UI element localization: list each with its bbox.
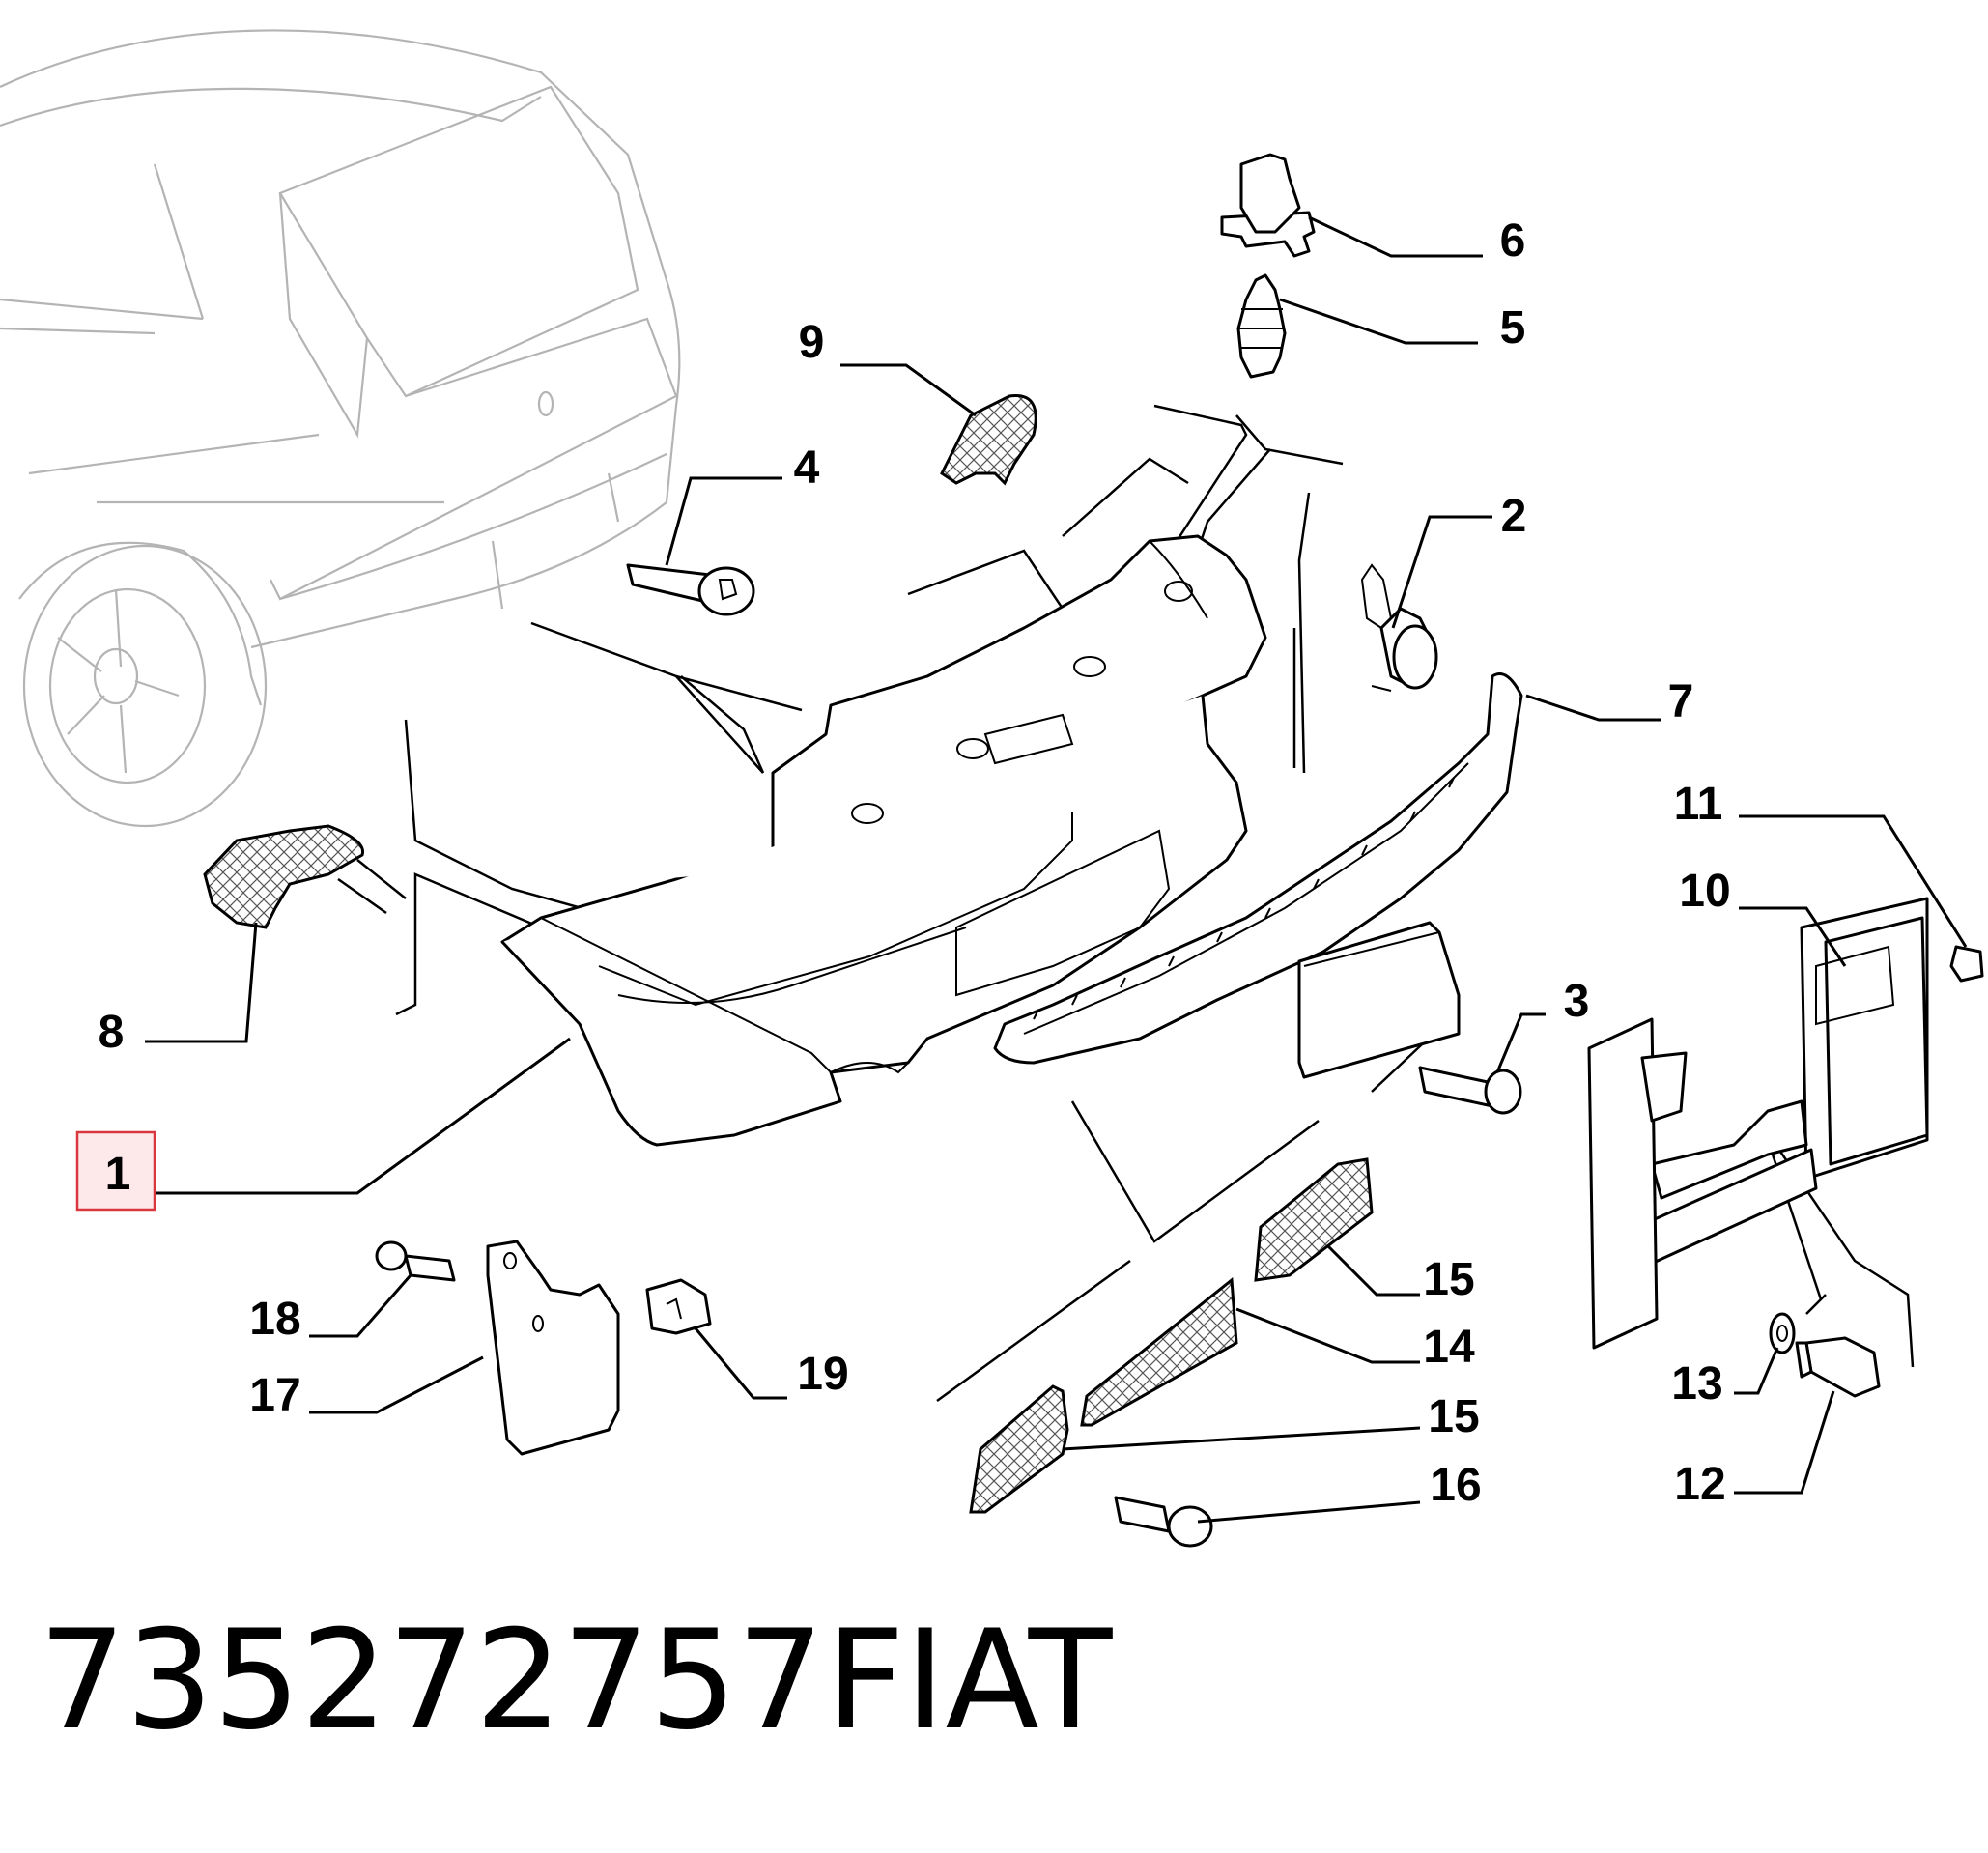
part-4-bolt bbox=[626, 563, 755, 616]
part-8-corner-grille bbox=[203, 824, 365, 929]
callout-label-15-bottom[interactable]: 15 bbox=[1428, 1391, 1479, 1442]
leader-7 bbox=[1525, 694, 1661, 722]
callout-label-3[interactable]: 3 bbox=[1564, 976, 1590, 1027]
part-2-tow-hook-cap bbox=[1360, 563, 1438, 692]
part-17-mud-flap bbox=[486, 1240, 620, 1456]
part-11-rivet bbox=[1949, 945, 1984, 983]
callout-label-18[interactable]: 18 bbox=[249, 1294, 300, 1345]
part-18-screw bbox=[375, 1240, 456, 1282]
leader-18 bbox=[309, 1274, 412, 1338]
callout-label-6[interactable]: 6 bbox=[1500, 215, 1526, 267]
license-plate-mount bbox=[1297, 921, 1461, 1079]
part-3-bolt bbox=[1418, 1066, 1522, 1115]
callout-label-14[interactable]: 14 bbox=[1423, 1322, 1475, 1373]
callout-label-7[interactable]: 7 bbox=[1668, 676, 1694, 727]
callout-label-9[interactable]: 9 bbox=[799, 317, 825, 368]
part-10-bracket bbox=[1635, 897, 1929, 1268]
leader-11 bbox=[1739, 814, 1968, 948]
callout-label-19[interactable]: 19 bbox=[797, 1349, 848, 1400]
callout-label-2[interactable]: 2 bbox=[1501, 491, 1527, 542]
callout-1-highlight-box bbox=[75, 1130, 156, 1212]
leader-12 bbox=[1734, 1390, 1835, 1495]
leader-6 bbox=[1308, 215, 1483, 258]
leader-19 bbox=[694, 1327, 787, 1400]
part-12-bolt bbox=[1795, 1336, 1881, 1398]
callout-label-8[interactable]: 8 bbox=[99, 1007, 125, 1058]
part-7-lower-spoiler bbox=[993, 672, 1523, 1065]
callout-label-15-top[interactable]: 15 bbox=[1423, 1254, 1474, 1305]
callout-label-5[interactable]: 5 bbox=[1500, 302, 1526, 354]
callout-label-13[interactable]: 13 bbox=[1671, 1358, 1722, 1410]
part-number-caption: 735272757 bbox=[39, 1601, 825, 1760]
leader-15-bottom bbox=[1062, 1426, 1421, 1451]
leader-1 bbox=[155, 1037, 571, 1195]
brand-caption: FIAT bbox=[826, 1601, 1113, 1760]
part-9-side-grille bbox=[940, 394, 1037, 486]
callout-label-12[interactable]: 12 bbox=[1674, 1459, 1725, 1510]
part-15-reflector-top bbox=[1254, 1157, 1374, 1282]
leader-15-top bbox=[1326, 1244, 1420, 1297]
leader-3 bbox=[1495, 1012, 1546, 1073]
callout-label-1[interactable]: 1 bbox=[105, 1149, 131, 1200]
leader-13 bbox=[1734, 1347, 1779, 1395]
callout-label-10[interactable]: 10 bbox=[1679, 866, 1730, 917]
leader-17 bbox=[309, 1355, 484, 1414]
callout-labels: 1 2 3 4 5 6 7 8 9 10 11 12 13 14 15 15 1… bbox=[99, 215, 1731, 1511]
leader-10 bbox=[1739, 906, 1847, 967]
part-13-nut bbox=[1769, 1312, 1796, 1354]
leader-14 bbox=[1235, 1307, 1420, 1364]
leader-8 bbox=[145, 922, 258, 1043]
part-5-push-rivet bbox=[1236, 273, 1287, 379]
part-1-bumper-shell bbox=[500, 534, 1267, 1147]
leader-5 bbox=[1279, 298, 1478, 345]
part-16-screw bbox=[1114, 1496, 1213, 1548]
part-19-clip-nut bbox=[645, 1278, 712, 1335]
callout-label-4[interactable]: 4 bbox=[794, 442, 820, 494]
leader-4 bbox=[665, 476, 782, 566]
leader-16 bbox=[1197, 1500, 1421, 1524]
assembly-guide-lines bbox=[337, 404, 1915, 1403]
callout-leader-lines bbox=[145, 215, 1968, 1524]
callout-label-11[interactable]: 11 bbox=[1674, 779, 1723, 830]
part-6-clip bbox=[1220, 153, 1316, 258]
part-15-reflector-bottom bbox=[969, 1384, 1069, 1514]
side-bracket bbox=[1587, 1017, 1688, 1350]
leader-2 bbox=[1391, 515, 1492, 629]
callout-label-17[interactable]: 17 bbox=[249, 1370, 300, 1421]
vehicle-outline bbox=[0, 29, 681, 828]
leader-9 bbox=[840, 363, 977, 417]
part-14-reflector-mesh bbox=[1080, 1277, 1238, 1427]
callout-label-16[interactable]: 16 bbox=[1430, 1460, 1481, 1511]
